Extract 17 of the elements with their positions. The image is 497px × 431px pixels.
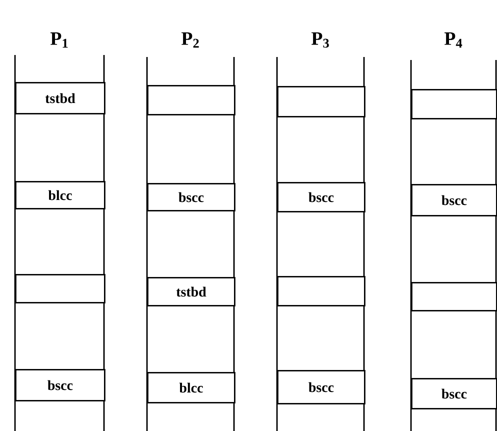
column-heading: P$_{1}$	[50, 32, 68, 48]
labelled-band: bscc	[147, 183, 236, 212]
labelled-band: bscc	[277, 370, 366, 404]
empty-band	[277, 86, 366, 118]
labelled-band: bscc	[411, 378, 497, 410]
labelled-band: tstbd	[15, 82, 106, 114]
empty-band	[277, 276, 366, 306]
labelled-band: tstbd	[147, 277, 236, 306]
empty-band	[411, 89, 497, 120]
labelled-band: blcc	[15, 181, 106, 210]
empty-band	[15, 274, 106, 304]
labelled-band: bscc	[411, 184, 497, 216]
labelled-band: bscc	[277, 182, 366, 212]
empty-band	[147, 85, 236, 116]
labelled-band: blcc	[147, 372, 236, 404]
empty-band	[411, 282, 497, 312]
labelled-band: bscc	[15, 369, 106, 402]
